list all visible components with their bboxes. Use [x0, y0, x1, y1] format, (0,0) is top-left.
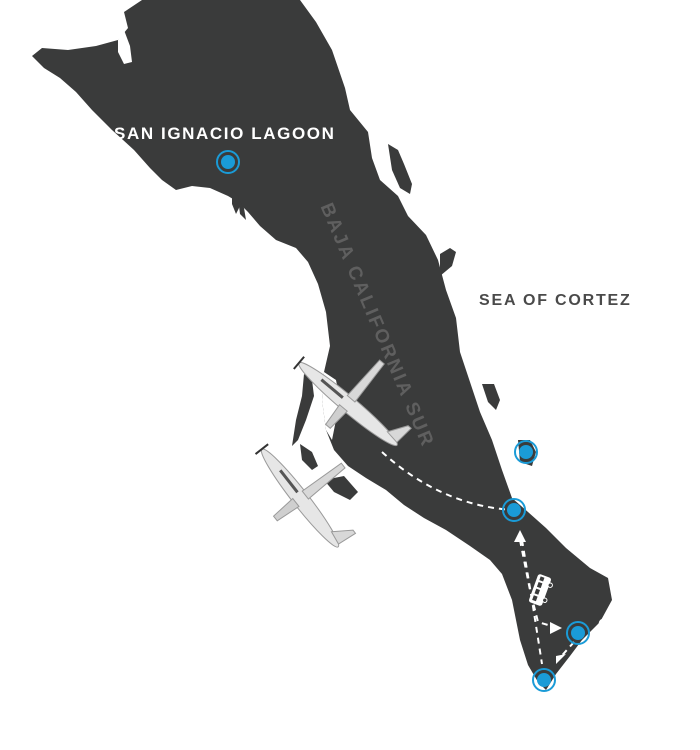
airplane-icon [293, 356, 412, 447]
lagoon-label: SAN IGNACIO LAGOON [114, 124, 336, 143]
ground-route [519, 539, 559, 629]
bay-cutout [118, 30, 132, 64]
barrier-island [232, 190, 240, 214]
gulf-island [388, 144, 412, 194]
la-paz-label: LA [533, 501, 559, 520]
sea-label: SEA OF CORTEZ [479, 292, 632, 309]
gulf-island [482, 384, 500, 410]
airplane-icon [254, 443, 357, 548]
location-pin-icon[interactable] [532, 668, 556, 692]
barrier-island [300, 444, 318, 470]
location-pin-icon[interactable] [216, 150, 240, 174]
location-pin-icon[interactable] [514, 440, 538, 464]
cabo-label: C [598, 615, 612, 634]
bus-icon [528, 574, 553, 606]
arrowhead-icon [556, 654, 566, 664]
arrowhead-icon [514, 530, 526, 542]
arrowhead-icon [550, 622, 562, 634]
barrier-island [238, 198, 246, 220]
location-pin-icon[interactable] [566, 621, 590, 645]
barrier-island [292, 374, 314, 446]
ground-route [557, 641, 575, 661]
location-pin-icon[interactable] [502, 498, 526, 522]
gulf-island [440, 248, 456, 276]
peninsula-landmass [32, 0, 612, 690]
barrier-island [324, 476, 358, 500]
